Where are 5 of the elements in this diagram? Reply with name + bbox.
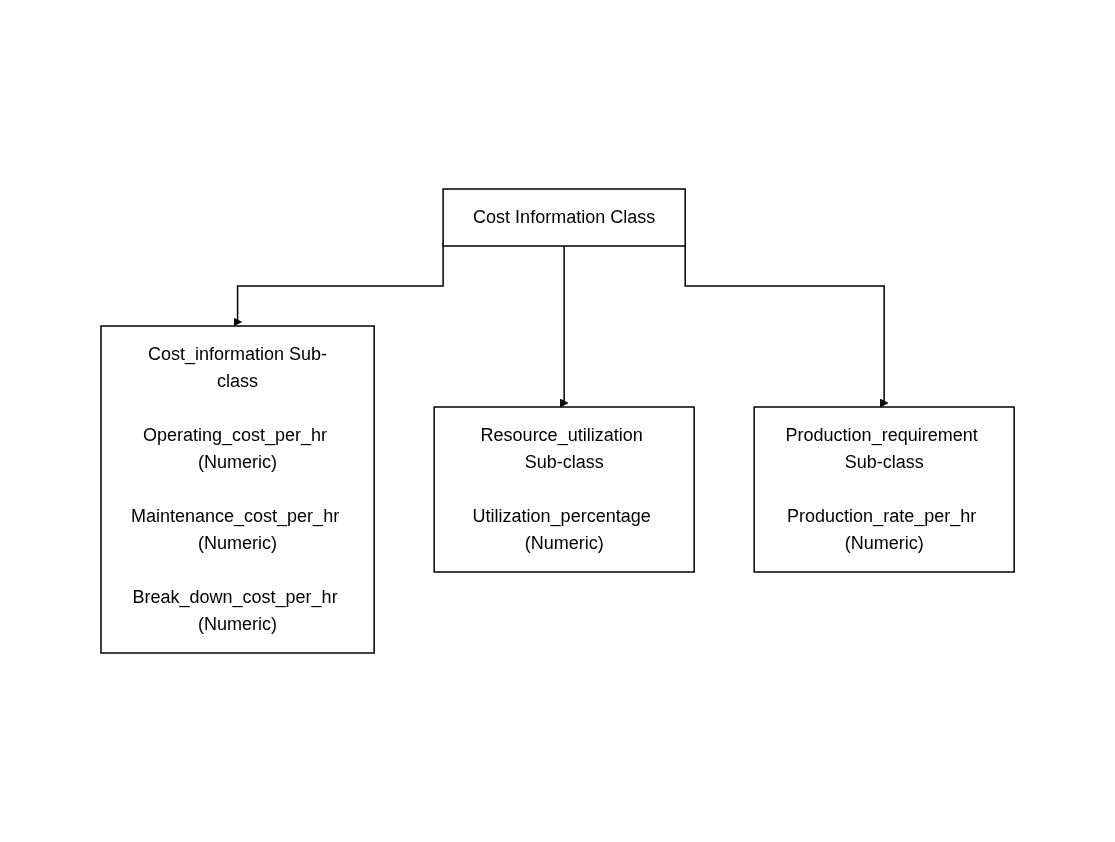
node-box: Cost_information Sub-class Operating_cost_per_hr (Numeric) Maintenance_cost_per_hr (Numeric) Break_down_cost_per_hr (Numeric) [100, 325, 375, 654]
node-box: Production_requirement Sub-class Production_rate_per_hr (Numeric) [753, 406, 1015, 573]
node-box: Resource_utilization Sub-class Utilization_percentage (Numeric) [433, 406, 695, 573]
node-box: Cost Information Class [442, 188, 686, 247]
arrow [559, 245, 569, 408]
